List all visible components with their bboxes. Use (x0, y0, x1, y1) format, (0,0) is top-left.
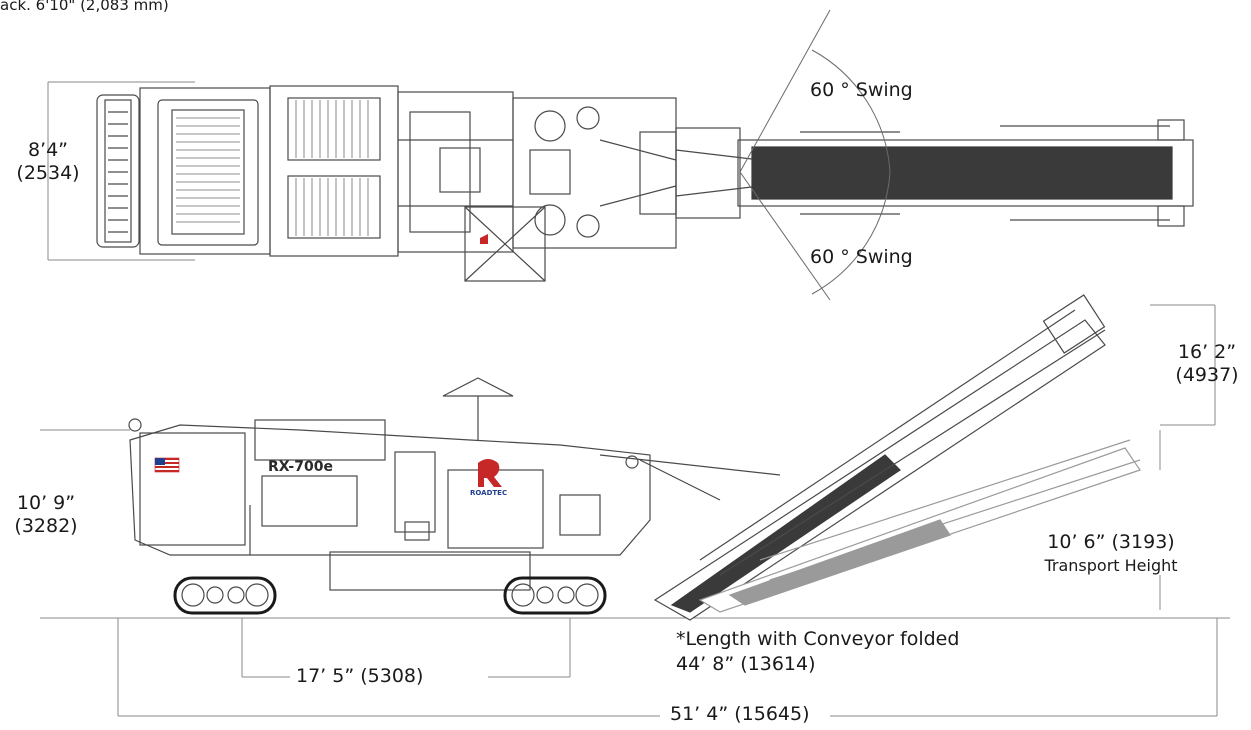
width-dimension-label: 8’4” (2534) (0, 139, 96, 185)
roadtec-logo-icon (478, 459, 502, 487)
track-length-label: 17’ 5” (5308) (290, 665, 430, 688)
top-view-front-section (96, 94, 140, 248)
width-dimension-line (47, 81, 195, 261)
overall-height-value: 10’ 9” (16, 492, 76, 514)
top-note: ack. 6'10" (2,083 mm) (0, 0, 169, 14)
top-view-rear-section (512, 97, 677, 249)
top-view-conveyor (737, 119, 1194, 227)
rear-track (503, 576, 607, 615)
width-dimension-value: 8’4” (27, 139, 69, 161)
overall-length-label: 51’ 4” (15645) (664, 703, 816, 726)
top-view-mid-section (397, 91, 514, 253)
operator-platform-box (464, 206, 546, 282)
model-badge: RX-700e (268, 459, 333, 475)
conveyor-belt-top (751, 146, 1173, 200)
side-view (40, 294, 1230, 717)
brand-badge: ROADTEC (470, 489, 508, 497)
top-view-cooling-section (269, 85, 399, 257)
transport-height-caption: Transport Height (1044, 556, 1178, 575)
side-dimension-lines (40, 304, 1230, 717)
width-dimension-mm: (2534) (16, 162, 80, 184)
side-view-body (128, 418, 651, 591)
overall-height-mm: (3282) (14, 515, 78, 537)
conveyor-height-value: 16’ 2” (1177, 341, 1237, 363)
conveyor-height-mm: (4937) (1175, 364, 1239, 386)
swing-upper-label: 60 ° Swing (810, 79, 913, 101)
raised-conveyor (653, 294, 1106, 621)
us-flag-icon (154, 457, 180, 473)
folded-length-caption: *Length with Conveyor folded (676, 628, 960, 650)
top-view (47, 9, 1194, 301)
folded-length-value: 44’ 8” (13614) (676, 653, 816, 675)
top-view-engine-hood (139, 87, 271, 255)
swing-lower-label: 60 ° Swing (810, 246, 913, 268)
conveyor-height-label: 16’ 2” (4937) (1168, 341, 1246, 387)
front-track (173, 576, 277, 615)
folded-conveyor (698, 439, 1141, 613)
overall-height-label: 10’ 9” (3282) (0, 492, 92, 538)
transport-height-value: 10’ 6” (3193) (1047, 531, 1175, 553)
top-view-conveyor-hinge (675, 127, 761, 219)
transport-height-label: 10’ 6” (3193) Transport Height (1026, 531, 1196, 577)
conveyor-linkage (599, 454, 781, 501)
swing-indicator (739, 9, 891, 301)
